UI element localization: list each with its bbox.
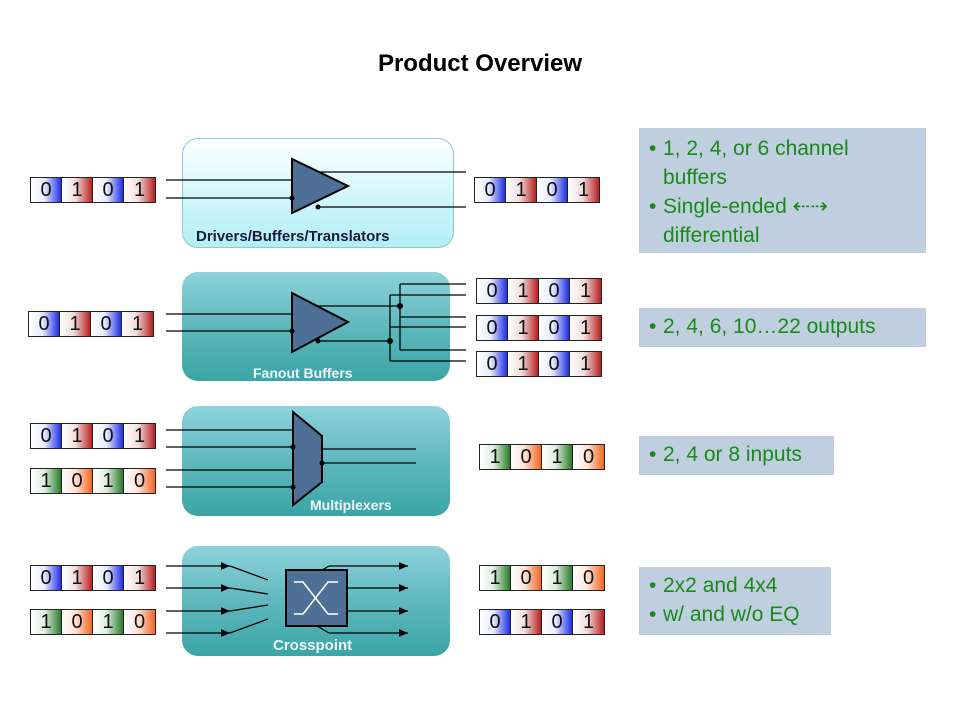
bit: 0	[93, 566, 124, 590]
bit-register-output: 0 1 0 1	[476, 315, 602, 341]
bit: 0	[539, 352, 570, 376]
bit: 1	[93, 610, 124, 634]
bit-register-input: 0 1 0 1	[28, 311, 154, 337]
bit: 0	[573, 445, 604, 469]
bit: 1	[93, 469, 124, 493]
page-title: Product Overview	[377, 50, 583, 77]
bit: 0	[62, 469, 93, 493]
bit: 0	[93, 178, 124, 202]
bit: 0	[511, 445, 542, 469]
bit: 1	[573, 610, 604, 634]
mux-trapezoid-icon	[292, 409, 323, 508]
bit: 0	[31, 424, 62, 448]
bit: 1	[568, 178, 599, 202]
bit-register-input: 0 1 0 1	[30, 423, 156, 449]
bit: 1	[124, 566, 155, 590]
feature-item: •2, 4, 6, 10…22 outputs	[649, 312, 916, 341]
bit: 1	[570, 316, 601, 340]
bit: 0	[91, 312, 122, 336]
bit: 0	[537, 178, 568, 202]
feature-note: •2, 4 or 8 inputs	[639, 436, 834, 475]
bit: 1	[570, 279, 601, 303]
buffer-triangle-icon	[291, 291, 351, 354]
bit: 1	[480, 566, 511, 590]
feature-item: •Single-ended ⇠⇢ differential	[649, 192, 916, 250]
bit: 0	[31, 178, 62, 202]
feature-text: Single-ended ⇠⇢ differential	[663, 195, 828, 247]
feature-item: •2x2 and 4x4	[649, 571, 821, 600]
bit: 0	[124, 610, 155, 634]
feature-item: •w/ and w/o EQ	[649, 600, 821, 629]
bit: 0	[477, 279, 508, 303]
feature-text: 2, 4, 6, 10…22 outputs	[663, 315, 876, 338]
bit: 0	[475, 178, 506, 202]
bit: 0	[573, 566, 604, 590]
bit-register-input: 1 0 1 0	[30, 468, 156, 494]
panel-label: Drivers/Buffers/Translators	[196, 228, 390, 245]
bit: 1	[508, 316, 539, 340]
feature-note: •1, 2, 4, or 6 channel buffers •Single-e…	[639, 128, 926, 253]
bit: 1	[31, 469, 62, 493]
bit-register-output: 0 1 0 1	[474, 177, 600, 203]
bit: 0	[480, 610, 511, 634]
bit: 1	[542, 445, 573, 469]
bit: 0	[31, 566, 62, 590]
feature-item: •1, 2, 4, or 6 channel buffers	[649, 134, 916, 192]
feature-text: 1, 2, 4, or 6 channel buffers	[663, 137, 849, 189]
bit-register-input: 0 1 0 1	[30, 565, 156, 591]
feature-item: •2, 4 or 8 inputs	[649, 440, 824, 469]
bit: 1	[511, 610, 542, 634]
bit: 1	[506, 178, 537, 202]
bit: 1	[124, 178, 155, 202]
bit-register-output: 1 0 1 0	[479, 565, 605, 591]
bit: 1	[31, 610, 62, 634]
bit: 1	[124, 424, 155, 448]
bit: 0	[62, 610, 93, 634]
feature-note: •2x2 and 4x4 •w/ and w/o EQ	[639, 567, 831, 635]
bit: 1	[62, 566, 93, 590]
bit-register-output: 0 1 0 1	[476, 278, 602, 304]
crosspoint-switch-icon	[285, 569, 348, 627]
buffer-triangle-icon	[291, 157, 351, 215]
bit: 1	[570, 352, 601, 376]
bit: 1	[508, 352, 539, 376]
bit-register-input: 0 1 0 1	[30, 177, 156, 203]
bit: 0	[542, 610, 573, 634]
bit-register-output: 1 0 1 0	[479, 444, 605, 470]
bit: 0	[511, 566, 542, 590]
bit: 0	[477, 352, 508, 376]
bit: 1	[508, 279, 539, 303]
bit: 0	[93, 424, 124, 448]
bit: 0	[124, 469, 155, 493]
bit: 0	[539, 316, 570, 340]
feature-text: 2, 4 or 8 inputs	[663, 443, 802, 466]
panel-label: Fanout Buffers	[253, 365, 353, 381]
bit-register-output: 0 1 0 1	[476, 351, 602, 377]
panel-label: Crosspoint	[273, 637, 353, 654]
bit-register-input: 1 0 1 0	[30, 609, 156, 635]
bit: 1	[62, 178, 93, 202]
feature-text: 2x2 and 4x4	[663, 574, 778, 597]
bit: 1	[480, 445, 511, 469]
bit-register-output: 0 1 0 1	[479, 609, 605, 635]
bit: 0	[477, 316, 508, 340]
bit: 0	[539, 279, 570, 303]
bit: 1	[60, 312, 91, 336]
feature-note: •2, 4, 6, 10…22 outputs	[639, 308, 926, 347]
bit: 0	[29, 312, 60, 336]
bit: 1	[542, 566, 573, 590]
bit: 1	[62, 424, 93, 448]
bit: 1	[122, 312, 153, 336]
feature-text: w/ and w/o EQ	[663, 603, 800, 626]
panel-label: Multiplexers	[310, 497, 392, 513]
